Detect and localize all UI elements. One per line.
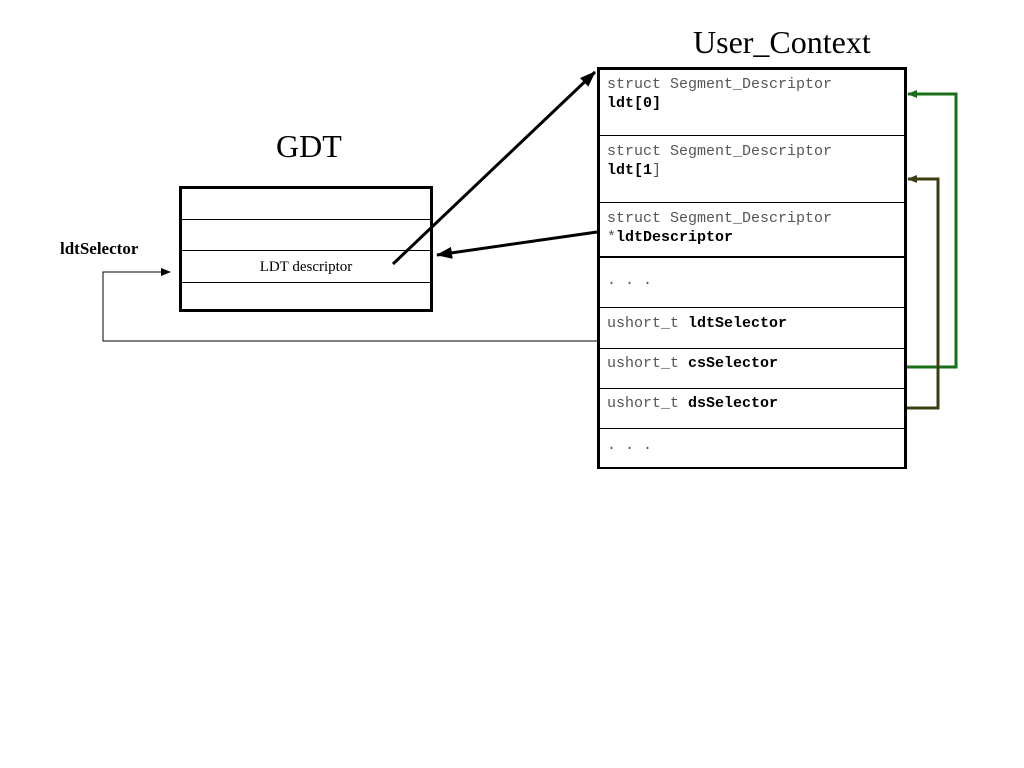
field-ldt-descriptor: struct Segment_Descriptor *ldtDescriptor (597, 203, 907, 256)
field-ldt1: struct Segment_Descriptor ldt[1] (597, 136, 907, 202)
user-context-title: User_Context (693, 24, 871, 60)
table-border-bottom (597, 467, 907, 469)
table-border-right (904, 67, 907, 469)
user-context-table: struct Segment_Descriptor ldt[0] struct … (597, 67, 907, 469)
field-ldt-descriptor-prefix: * (607, 229, 617, 246)
field-ds-selector-type: ushort_t (607, 395, 680, 412)
gdt-ldt-descriptor-entry: LDT descriptor (259, 259, 353, 275)
arrow-gdt-to-ldt0 (391, 70, 597, 266)
field-ldt1-suffix: ] (652, 162, 662, 179)
table-border-left (597, 67, 600, 469)
field-ldt-descriptor-type: struct Segment_Descriptor (607, 210, 833, 227)
row-divider (597, 428, 907, 429)
row-divider (597, 348, 907, 349)
field-ellipsis-1: . . . (607, 272, 653, 289)
arrow-ldtselector-to-gdt (102, 268, 597, 342)
gdt-row-divider (182, 219, 430, 220)
table-border-top (597, 67, 907, 70)
field-cs-selector-type: ushort_t (607, 355, 680, 372)
field-ds-selector: ushort_t dsSelector (597, 389, 907, 429)
field-ldt-descriptor-name: ldtDescriptor (616, 229, 734, 246)
field-ldt-selector-name: ldtSelector (688, 315, 788, 332)
row-divider (597, 307, 907, 308)
gdt-title: GDT (276, 128, 342, 164)
arrow-ldtdescriptor-to-gdt (436, 230, 598, 259)
gdt-table: LDT descriptor (179, 186, 433, 312)
field-ldt0-type: struct Segment_Descriptor (607, 76, 833, 93)
field-ldt1-name: ldt[1 (607, 162, 653, 179)
field-ldt0: struct Segment_Descriptor ldt[0] (597, 69, 907, 135)
field-cs-selector-name: csSelector (688, 355, 779, 372)
ldt-selector-label: ldtSelector (60, 239, 139, 258)
field-ellipsis-2: . . . (607, 437, 653, 454)
field-cs-selector: ushort_t csSelector (597, 349, 907, 389)
arrow-dsselector-to-ldt1 (907, 175, 940, 410)
field-ldt0-name: ldt[0] (607, 95, 662, 112)
field-ldt-selector: ushort_t ldtSelector (597, 308, 907, 348)
row-divider (597, 256, 907, 258)
field-ldt-selector-type: ushort_t (607, 315, 680, 332)
field-ds-selector-name: dsSelector (688, 395, 779, 412)
row-divider (597, 135, 907, 136)
gdt-row-divider (182, 282, 430, 283)
arrow-csselector-to-ldt0 (907, 90, 958, 369)
row-divider (597, 202, 907, 203)
row-divider (597, 388, 907, 389)
gdt-row-divider (182, 250, 430, 251)
field-ldt1-type: struct Segment_Descriptor (607, 143, 833, 160)
